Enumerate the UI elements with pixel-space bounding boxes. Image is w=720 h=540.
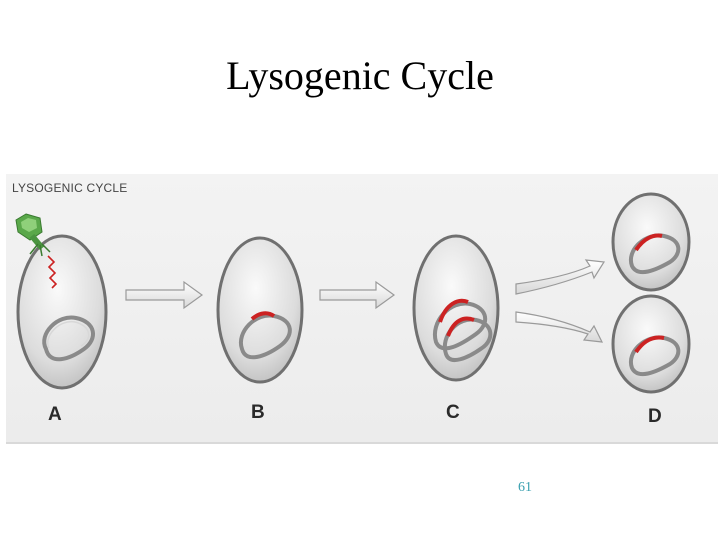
- cell-stage-c: [412, 234, 500, 382]
- integrated-viral-dna: [634, 335, 665, 354]
- bacterial-chromosome-inner: [47, 321, 90, 349]
- figure-label: LYSOGENIC CYCLE: [12, 181, 128, 195]
- arrow-b-to-c: [319, 280, 396, 310]
- arrow-c-to-d-top: [515, 259, 606, 295]
- page-number: 61: [518, 480, 532, 495]
- stage-label-c: C: [446, 402, 460, 423]
- integrated-viral-dna-copy: [446, 316, 475, 337]
- arrow-c-to-d-bottom: [515, 311, 604, 343]
- slide-title: Lysogenic Cycle: [226, 53, 494, 98]
- cell-stage-b: [216, 236, 304, 384]
- stage-label-b: B: [251, 402, 265, 423]
- stage-label-a: A: [48, 404, 62, 425]
- injected-viral-dna: [47, 255, 58, 289]
- diagram-panel: LYSOGENIC CYCLE: [6, 174, 718, 444]
- arrow-a-to-b: [125, 280, 204, 310]
- stage-label-d: D: [648, 406, 662, 427]
- cell-stage-a: [16, 234, 108, 390]
- integrated-viral-dna: [438, 298, 469, 323]
- bacteriophage-icon: [15, 213, 51, 257]
- bacterial-chromosome: [42, 315, 95, 362]
- integrated-viral-dna: [634, 233, 663, 252]
- lysogenic-cycle-diagram: [15, 192, 691, 394]
- daughter-cell-bottom: [611, 294, 691, 394]
- integrated-viral-dna: [250, 311, 276, 321]
- daughter-cell-top: [611, 192, 691, 292]
- bacterial-chromosome: [238, 313, 292, 360]
